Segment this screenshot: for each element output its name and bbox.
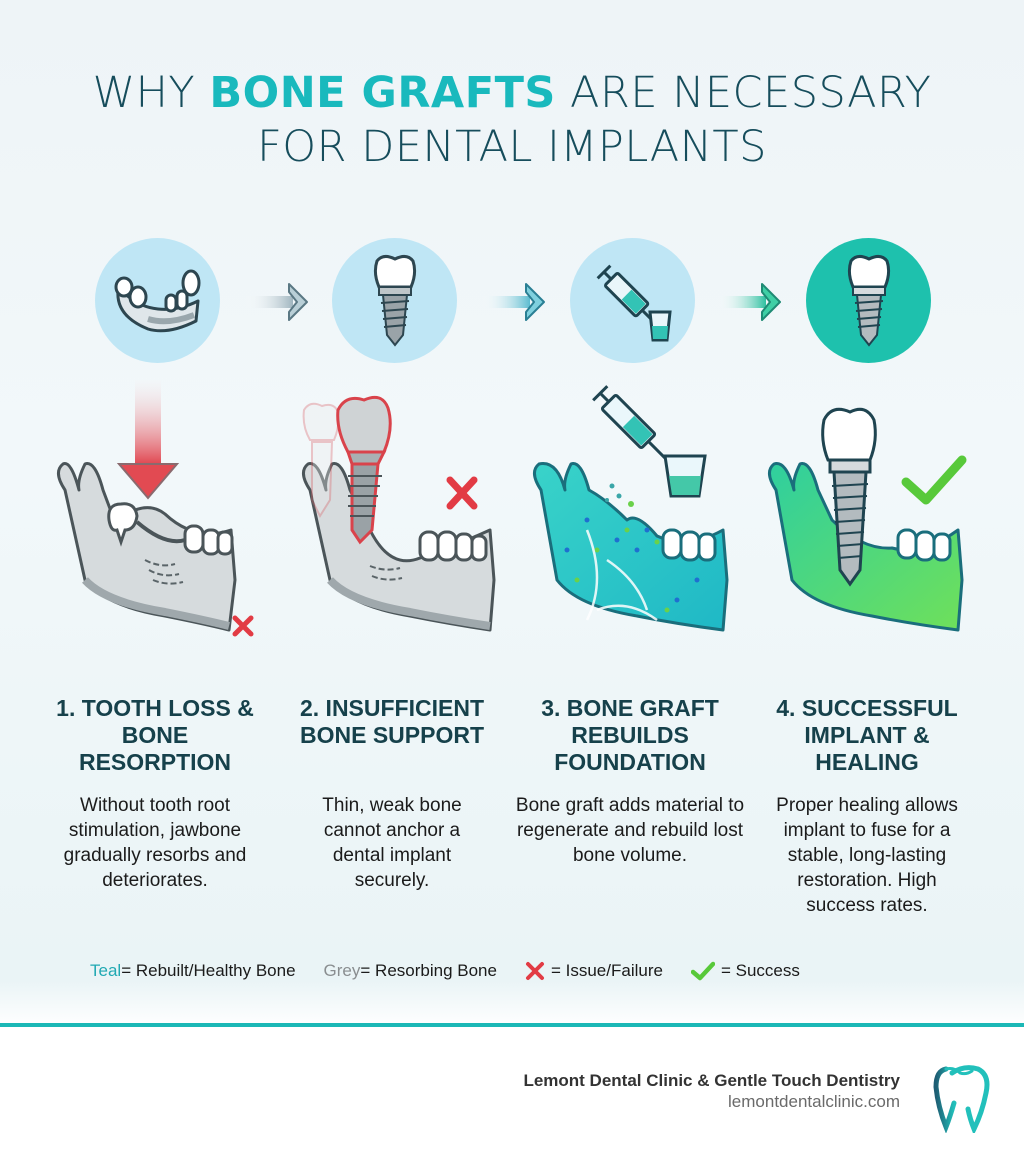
title-accent: BONE GRAFTS [209,68,556,118]
clinic-website[interactable]: lemontdentalclinic.com [728,1092,900,1111]
footer: Lemont Dental Clinic & Gentle Touch Dent… [0,1027,1024,1154]
illustration-successful-implant [768,407,967,632]
syringe-and-cup-icon [596,264,672,341]
jaw-missing-tooth-icon [114,269,200,332]
step-4-heading: 4. SUCCESSFUL IMPLANT & HEALING [776,695,958,775]
footer-brand: Lemont Dental Clinic & Gentle Touch Dent… [523,1070,900,1112]
clinic-name: Lemont Dental Clinic & Gentle Touch Dent… [523,1071,900,1090]
step-2-heading: 2. INSUFFICIENT BONE SUPPORT [299,695,485,748]
red-x-icon [525,962,544,980]
legend-failure: = Issue/Failure [525,961,663,981]
step-3-heading: 3. BONE GRAFT REBUILDS FOUNDATION [541,695,719,775]
title-line2: FOR DENTAL IMPLANTS [257,122,767,172]
step-3: 3. BONE GRAFT REBUILDS FOUNDATION Bone g… [515,695,745,868]
illustration-tooth-loss [57,380,254,637]
step-1-body: Without tooth root stimulation, jawbone … [63,795,247,891]
step-4: 4. SUCCESSFUL IMPLANT & HEALING Proper h… [752,695,982,918]
green-check-icon [901,455,967,505]
step-1-circle [95,238,220,363]
title-suffix: ARE NECESSARY [555,68,932,118]
arrow-right-icon [245,283,308,321]
dental-implant-success-icon [847,254,890,347]
dental-implant-icon [373,254,416,347]
footer-divider [0,1023,1024,1027]
step-2: 2. INSUFFICIENT BONE SUPPORT Thin, weak … [277,695,507,893]
step-4-body: Proper healing allows implant to fuse fo… [776,795,958,916]
step-2-body: Thin, weak bone cannot anchor a dental i… [322,795,462,891]
arrow-right-icon [482,283,545,321]
page-title: WHY BONE GRAFTS ARE NECESSARY FOR DENTAL… [0,66,1024,174]
red-x-icon [232,615,254,637]
syringe-icon [592,385,671,464]
legend-grey: Grey = Resorbing Bone [323,961,497,980]
legend-teal: Teal = Rebuilt/Healthy Bone [90,961,296,980]
tooth-logo-icon [933,1065,990,1133]
illustration-bone-graft [533,385,729,632]
illustration-insufficient-bone [302,395,496,632]
legend: Teal = Rebuilt/Healthy Bone Grey = Resor… [90,958,890,984]
legend-success: = Success [690,961,800,981]
step-4-circle [806,238,931,363]
step-3-circle [570,238,695,363]
arrow-right-icon [718,283,781,321]
step-1-heading: 1. TOOTH LOSS & BONE RESORPTION [56,695,254,775]
step-3-body: Bone graft adds material to regenerate a… [515,795,745,866]
red-x-icon [446,476,478,510]
red-down-arrow-icon [116,380,180,500]
green-check-icon [690,961,715,981]
step-2-circle [332,238,457,363]
graft-cup-icon [663,454,707,498]
step-1: 1. TOOTH LOSS & BONE RESORPTION Without … [40,695,270,893]
title-prefix: WHY [92,68,210,118]
